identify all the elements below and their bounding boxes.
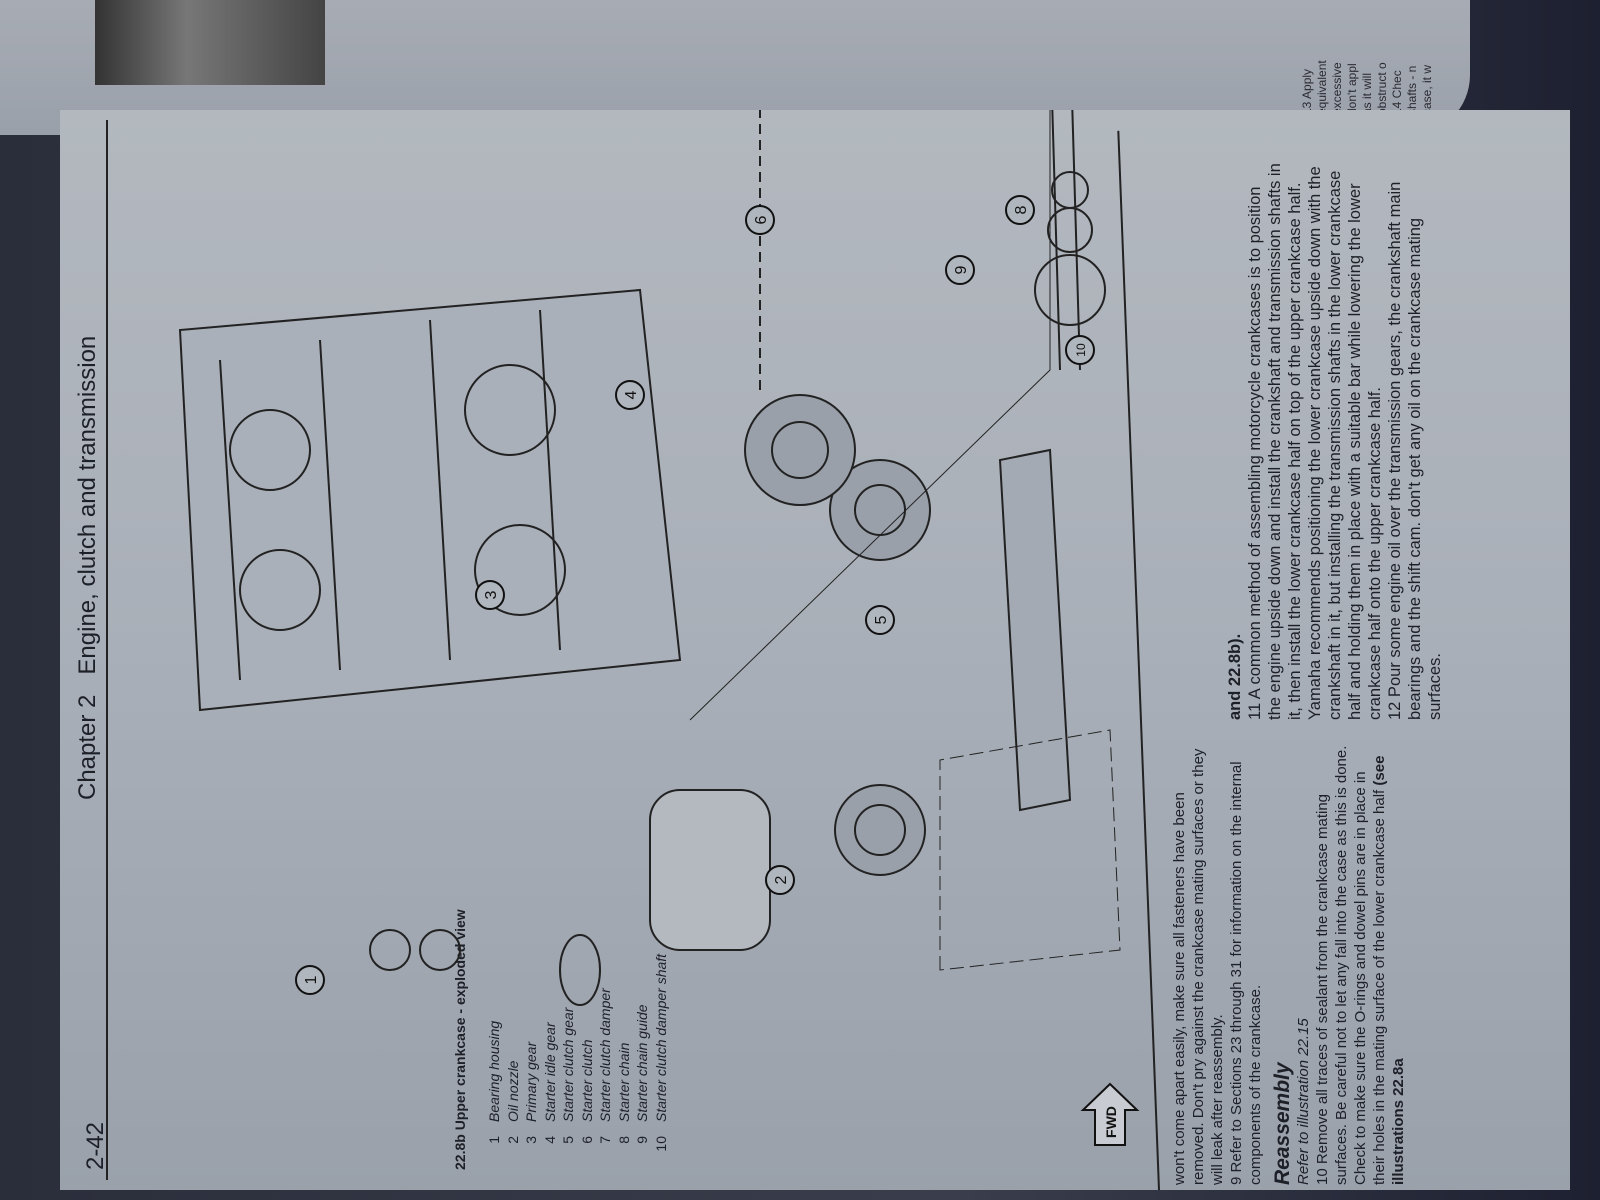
callout-4: 4 <box>615 380 645 410</box>
facing-line: equivalent <box>1315 60 1329 115</box>
chapter-name: Engine, clutch and transmission <box>74 335 101 675</box>
damper-shaft <box>1049 110 1081 371</box>
legend-number: 4 <box>541 1136 558 1144</box>
facing-line: as it will <box>1360 72 1374 115</box>
legend-label: Starter clutch gear <box>560 1007 576 1122</box>
legend-number: 5 <box>560 1136 576 1144</box>
callout-2: 2 <box>765 865 795 895</box>
facing-line: case, it w <box>1420 64 1434 115</box>
legend-label: Starter chain guide <box>634 1004 650 1122</box>
manual-page: 2-42 Chapter 2 Engine, clutch and transm… <box>60 110 1570 1191</box>
chapter-label: Chapter 2 <box>74 694 101 800</box>
legend-number: 3 <box>523 1136 539 1144</box>
facing-line: 13 Apply <box>1300 68 1314 115</box>
callouts: 1 2 3 4 5 6 7 8 9 10 <box>295 195 1095 995</box>
svg-text:5: 5 <box>873 615 890 624</box>
legend-label: Bearing housing <box>486 1020 502 1122</box>
svg-text:9: 9 <box>953 265 970 274</box>
text-column-right: and 22.8b). 11 A common method of assemb… <box>1225 160 1445 720</box>
legend-number: 8 <box>615 1136 632 1144</box>
svg-text:6: 6 <box>753 215 770 224</box>
callout-8: 8 <box>1005 195 1035 225</box>
callout-6: 6 <box>745 205 775 235</box>
svg-text:10: 10 <box>1074 343 1088 357</box>
legend-number: 1 <box>486 1136 502 1144</box>
legend-number: 2 <box>504 1136 521 1144</box>
header-rule <box>106 120 108 1180</box>
legend-label: Oil nozzle <box>504 1060 521 1122</box>
facing-line: excessive <box>1330 62 1344 115</box>
paragraph: 9 Refer to Sections 23 through 31 for in… <box>1228 761 1264 1185</box>
fwd-arrow-icon: FWD <box>1080 1080 1145 1150</box>
starter-motor <box>649 789 771 951</box>
callout-9: 9 <box>945 255 975 285</box>
svg-text:3: 3 <box>483 590 500 599</box>
facing-line: don't appl <box>1345 63 1359 115</box>
callout-1: 1 <box>295 965 325 995</box>
facing-line: obstruct o <box>1375 62 1389 115</box>
paragraph: 11 A common method of assembling motorcy… <box>1246 163 1384 720</box>
callout-10: 10 <box>1065 335 1095 365</box>
svg-text:8: 8 <box>1013 205 1030 214</box>
legend-label: Starter chain <box>615 1042 632 1122</box>
illustration-reference: Refer to illustration 22.15 <box>1295 1018 1312 1185</box>
legend-label: Starter clutch <box>578 1039 595 1122</box>
callout-5: 5 <box>865 605 895 635</box>
legend-number: 10 <box>652 1136 669 1152</box>
legend-number: 7 <box>597 1136 613 1144</box>
chapter-title: Chapter 2 Engine, clutch and transmissio… <box>74 336 102 800</box>
callout-3: 3 <box>475 580 505 610</box>
paragraph: 10 Remove all traces of sealant from the… <box>1313 745 1408 1185</box>
crankcase <box>178 288 682 712</box>
svg-text:1: 1 <box>303 975 320 984</box>
chain-guide <box>998 448 1072 812</box>
exploded-view-diagram: 1 2 3 4 5 6 7 8 9 10 <box>178 110 1121 1006</box>
facing-page-text: 13 Apply equivalent excessive don't appl… <box>1300 0 1465 115</box>
facing-line: 14 Chec <box>1390 70 1404 115</box>
svg-text:2: 2 <box>773 875 790 884</box>
paragraph: and 22.8b). <box>1226 633 1244 720</box>
facing-line: shafts - n <box>1405 65 1419 115</box>
legend-label: Primary gear <box>523 1041 539 1122</box>
legend-number: 6 <box>578 1136 595 1144</box>
paragraph: won't come apart easily, make sure all f… <box>1171 748 1226 1185</box>
text-column-left: won't come apart easily, make sure all f… <box>1170 745 1408 1185</box>
legend-number: 9 <box>634 1136 650 1144</box>
legend-label: Starter idle gear <box>541 1022 558 1122</box>
fwd-label: FWD <box>1103 1106 1119 1138</box>
paragraph-text: 10 Remove all traces of sealant from the… <box>1314 745 1388 1185</box>
section-heading: Reassembly <box>1271 1062 1294 1185</box>
svg-text:4: 4 <box>623 390 640 399</box>
paragraph: 12 Pour some engine oil over the transmi… <box>1386 181 1444 720</box>
facing-page-photo <box>95 0 325 85</box>
